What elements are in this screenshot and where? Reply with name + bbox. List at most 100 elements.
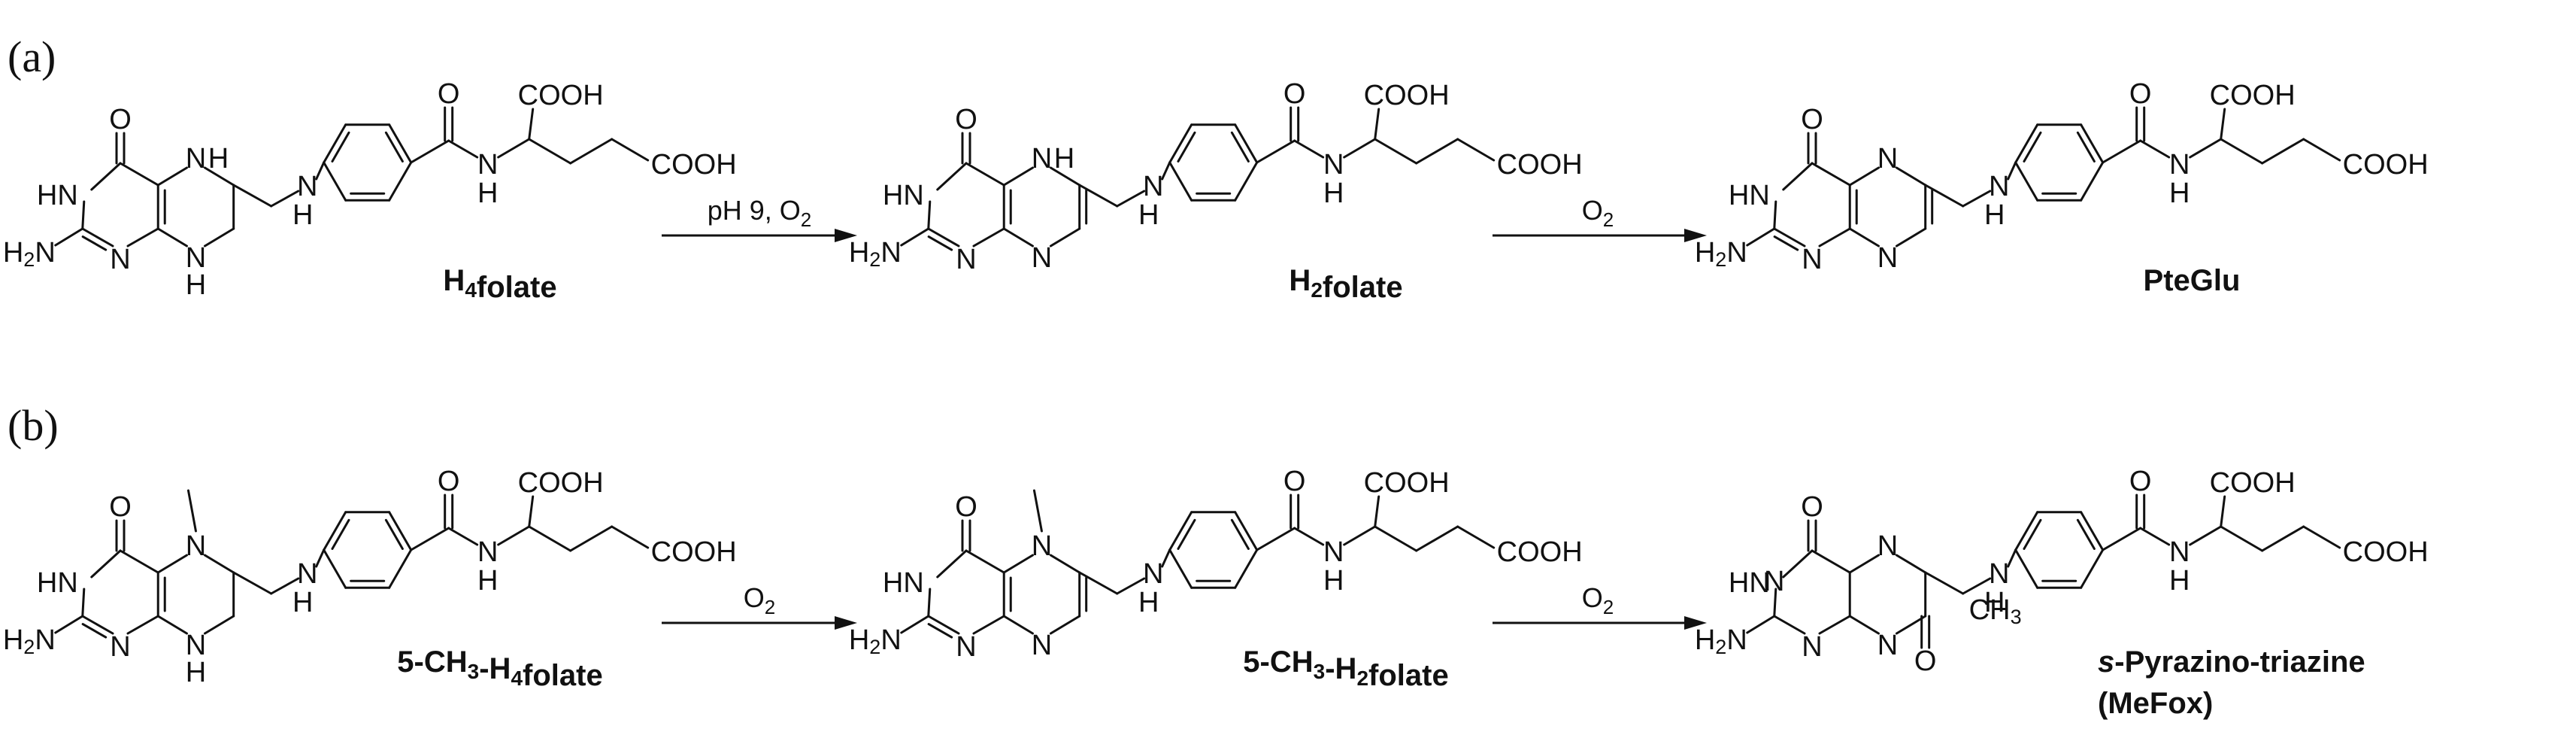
bond (1773, 235, 1799, 251)
bond (2102, 139, 2142, 164)
bond (186, 489, 197, 533)
bond (2189, 525, 2223, 546)
bond (1773, 588, 1777, 618)
bond (1773, 227, 1806, 248)
atom-o: O (438, 78, 460, 110)
bond (119, 549, 159, 574)
group-ch3: CH3 (1969, 594, 2022, 628)
atom-h: H (1323, 178, 1344, 209)
bond (81, 588, 86, 618)
bond (2080, 548, 2105, 589)
atom-n8: N (1877, 630, 1898, 661)
bond (156, 615, 188, 635)
bond (2023, 518, 2042, 550)
bond (270, 577, 300, 595)
bond (1818, 227, 1851, 248)
atom-n: N (1802, 631, 1822, 663)
bond (54, 615, 84, 634)
atom-h: H (292, 587, 313, 618)
bond (323, 548, 347, 589)
group-cooh: COOH (2343, 149, 2429, 181)
group-cooh: COOH (1497, 149, 1583, 181)
condition-subscript: 2 (765, 596, 775, 618)
bond (1049, 166, 1081, 187)
arrow-label-a2: O2 (1582, 195, 1614, 231)
bond (1746, 615, 1776, 634)
bond (1049, 615, 1081, 635)
bond (203, 615, 235, 635)
bond (497, 138, 531, 159)
bond (2080, 161, 2105, 202)
bond (972, 615, 1005, 635)
bond (1293, 139, 1325, 159)
bond (1773, 615, 1806, 635)
condition-subscript: 2 (1603, 208, 1614, 231)
bond (1177, 131, 1196, 162)
bond (2139, 139, 2171, 159)
condition-text: O (1582, 582, 1603, 613)
bond (927, 615, 960, 635)
bond (569, 138, 614, 165)
atom-n: N (1989, 171, 2009, 202)
bond (2220, 495, 2226, 528)
atom-n5: N (1877, 143, 1898, 175)
bond (900, 227, 930, 247)
bond (1811, 162, 1851, 187)
bond (1049, 554, 1081, 574)
atom-h: H (208, 143, 229, 175)
arrow-label-a1: pH 9, O2 (708, 195, 812, 231)
bond (1848, 554, 1880, 574)
bond (410, 139, 450, 164)
group-h2n: H2N (849, 237, 902, 271)
atom-hn: HN (37, 567, 78, 599)
bond (1773, 200, 1777, 230)
bond (927, 588, 932, 618)
condition-subscript: 2 (801, 208, 811, 231)
bond (1002, 166, 1034, 187)
atom-n: N (1143, 171, 1163, 202)
bond (388, 123, 413, 164)
bond (2189, 138, 2223, 159)
bond (119, 162, 159, 187)
bond (1962, 190, 1992, 208)
atom-n8: N (186, 630, 206, 661)
atom-h: H (292, 199, 313, 231)
bond (1234, 123, 1259, 164)
bond (927, 623, 953, 639)
bond (81, 227, 114, 248)
compound-name-h4folate: H4folate (443, 264, 556, 304)
bond (1374, 138, 1418, 165)
atom-n: N (110, 631, 130, 663)
bond (528, 138, 572, 165)
bond (315, 548, 326, 568)
bond (2139, 527, 2171, 546)
bond (2261, 138, 2305, 165)
bond (1032, 489, 1043, 533)
bond (2220, 525, 2264, 552)
bond (1374, 495, 1380, 528)
bond (972, 227, 1005, 248)
group-h2n: H2N (849, 624, 902, 658)
reaction-arrow-b1 (662, 616, 857, 630)
bond (81, 235, 108, 251)
atom-n: N (1764, 566, 1784, 597)
bond (315, 161, 326, 181)
bond (323, 123, 347, 164)
bond (965, 162, 1005, 187)
bond (936, 549, 968, 579)
bond (270, 190, 300, 208)
bond (2102, 527, 2142, 551)
bond (156, 166, 188, 187)
group-cooh: COOH (2343, 536, 2429, 568)
group-cooh: COOH (651, 536, 737, 568)
group-cooh: COOH (2210, 467, 2296, 499)
bond (1002, 227, 1034, 248)
bond (927, 235, 953, 251)
bond (1230, 518, 1250, 550)
bond (2014, 548, 2039, 589)
compound-name-pteglu: PteGlu (2144, 264, 2241, 297)
atom-n: N (297, 558, 317, 590)
atom-h: H (2169, 178, 2190, 209)
